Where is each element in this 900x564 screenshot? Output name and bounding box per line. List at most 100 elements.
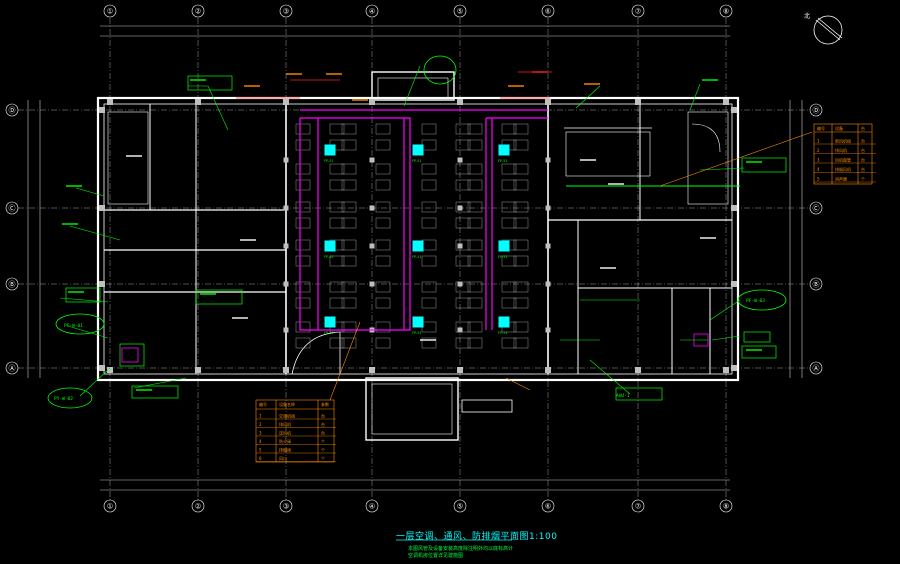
table-cell: 新风机组 [835, 138, 851, 144]
seat-block [501, 123, 517, 135]
grid-bubble [809, 103, 823, 117]
seat-block [295, 217, 311, 229]
drawing-note-1: 本图风管及设备安装高度除注明外均以底标高计 [408, 546, 514, 552]
table-cell: 防火阀 [279, 438, 291, 444]
unit-tag: FP-51 [498, 159, 508, 163]
fan-coil-unit [498, 144, 510, 156]
seat-block [501, 217, 517, 229]
seat-block [341, 297, 357, 309]
seat-block [341, 139, 357, 151]
grid-label: ⑤ [457, 8, 463, 16]
seat-block [455, 201, 471, 213]
table-cell: 台 [861, 147, 865, 153]
seat-block [295, 297, 311, 309]
fan-coil-unit [498, 316, 510, 328]
hall-seating [295, 123, 529, 349]
seat-block [295, 139, 311, 151]
column [457, 99, 463, 105]
column [731, 107, 737, 113]
seat-block [455, 123, 471, 135]
grid-label: Ⓓ [9, 107, 16, 115]
grid-bubble [365, 4, 379, 18]
seat-block [375, 179, 391, 191]
seat-block [513, 163, 529, 175]
seat-block [513, 179, 529, 191]
table-cell: 风机盘管 [835, 157, 851, 163]
table-cell: 排风机 [835, 147, 847, 153]
seat-block [513, 255, 529, 267]
table-cell: 排烟阀 [279, 447, 291, 453]
table-cell: 消声器 [835, 176, 847, 182]
fan-coil-unit [324, 240, 336, 252]
seat-block [513, 337, 529, 349]
seat-block [341, 281, 357, 293]
column [283, 99, 289, 105]
seat-block [513, 239, 529, 251]
seat-block [467, 123, 483, 135]
grid-label: Ⓒ [9, 205, 16, 213]
table-header-cell: 编号 [259, 401, 267, 407]
seat-block [455, 255, 471, 267]
seat-block [421, 281, 437, 293]
grid-label: ⑧ [723, 503, 729, 511]
column [283, 205, 289, 211]
seat-block [295, 179, 311, 191]
seat-block [341, 321, 357, 333]
seat-block [467, 179, 483, 191]
seat-block [421, 337, 437, 349]
callout-ellipses [47, 55, 787, 409]
table-cell: 台 [321, 413, 325, 419]
seat-block [513, 281, 529, 293]
column [283, 157, 289, 163]
grid-label: Ⓐ [813, 365, 820, 373]
table-cell: 风口 [279, 456, 287, 461]
table-cell: 个 [321, 439, 325, 444]
column [545, 281, 551, 287]
seat-block [513, 201, 529, 213]
grid-bubble [809, 201, 823, 215]
seat-block [421, 139, 437, 151]
seat-block [501, 179, 517, 191]
grid-bubble [279, 499, 293, 513]
seat-block [421, 179, 437, 191]
seat-block [467, 239, 483, 251]
seat-block [467, 281, 483, 293]
table-cell: 2 [817, 148, 820, 153]
seat-block [513, 217, 529, 229]
column [457, 157, 463, 163]
column [107, 99, 113, 105]
grid-bubble [5, 361, 19, 375]
building-walls [96, 71, 740, 441]
seat-block [501, 281, 517, 293]
seat-block [501, 297, 517, 309]
grid-label: ⑥ [545, 503, 551, 511]
small-annotations [62, 71, 762, 391]
seat-block [341, 239, 357, 251]
seat-block [501, 163, 517, 175]
table-cell: 2 [259, 422, 262, 427]
unit-tag: FP-51 [498, 331, 508, 335]
seat-block [329, 255, 345, 267]
seat-block [341, 255, 357, 267]
table-cell: 个 [321, 448, 325, 453]
table-cell: 排烟风机 [835, 166, 851, 172]
seat-block [329, 281, 345, 293]
seat-block [513, 123, 529, 135]
grid-bubble [631, 499, 645, 513]
seat-block [295, 123, 311, 135]
grid-label: ③ [283, 8, 289, 16]
seat-block [329, 217, 345, 229]
column [731, 281, 737, 287]
grid-bubble [453, 499, 467, 513]
grid-bubble [541, 499, 555, 513]
seat-block [513, 139, 529, 151]
column [195, 367, 201, 373]
seat-block [375, 163, 391, 175]
grid-bubble [365, 499, 379, 513]
column [283, 281, 289, 287]
column [723, 367, 729, 373]
grid-bubble [809, 277, 823, 291]
grid-lines [18, 18, 810, 500]
